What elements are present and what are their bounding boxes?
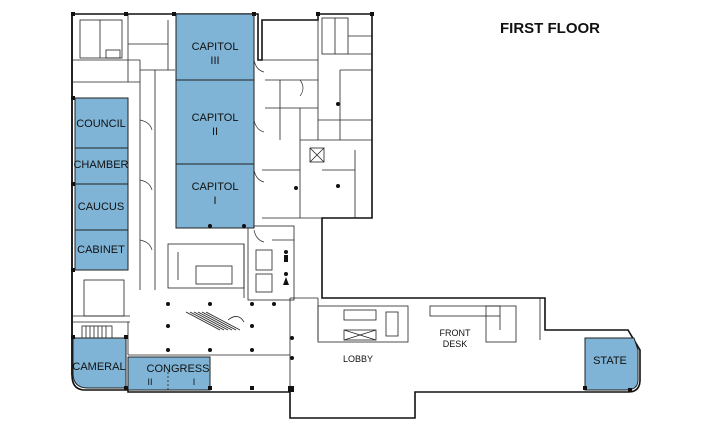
- svg-text:CAPITOL: CAPITOL: [192, 112, 239, 124]
- svg-text:III: III: [210, 55, 219, 67]
- room-congress[interactable]: CONGRESS II I: [127, 356, 211, 391]
- front-desk-label: FRONT: [440, 328, 471, 338]
- svg-text:CAMERAL: CAMERAL: [72, 361, 125, 373]
- room-cabinet[interactable]: CABINET: [74, 229, 129, 271]
- elevator-icon: [309, 147, 325, 163]
- svg-text:CONGRESS: CONGRESS: [147, 363, 210, 375]
- room-council[interactable]: COUNCIL: [74, 97, 129, 149]
- svg-text:CAUCUS: CAUCUS: [78, 201, 124, 213]
- svg-text:CAPITOL: CAPITOL: [192, 41, 239, 53]
- svg-text:I: I: [213, 195, 216, 207]
- room-state[interactable]: STATE: [584, 337, 639, 391]
- front-desk-label-2: DESK: [443, 339, 468, 349]
- room-capitol-2[interactable]: CAPITOL II: [175, 79, 255, 165]
- svg-text:CHAMBER: CHAMBER: [73, 159, 128, 171]
- room-caucus[interactable]: CAUCUS: [74, 183, 129, 231]
- building-outline: [71, 13, 641, 419]
- columns: [71, 12, 632, 392]
- room-chamber[interactable]: CHAMBER: [73, 147, 129, 185]
- svg-text:CABINET: CABINET: [77, 244, 125, 256]
- room-capitol-1[interactable]: CAPITOL I: [175, 163, 255, 229]
- svg-text:II: II: [212, 126, 218, 138]
- room-capitol-3[interactable]: CAPITOL III: [175, 13, 255, 81]
- svg-text:STATE: STATE: [593, 355, 627, 367]
- svg-text:CAPITOL: CAPITOL: [192, 181, 239, 193]
- interior-walls: [72, 14, 541, 392]
- svg-text:I: I: [193, 377, 196, 387]
- svg-text:II: II: [147, 377, 152, 387]
- restroom-icon: [283, 250, 289, 285]
- svg-text:COUNCIL: COUNCIL: [76, 118, 126, 130]
- escalator: [185, 311, 245, 331]
- lobby-label: LOBBY: [343, 354, 373, 364]
- room-cameral[interactable]: CAMERAL: [72, 337, 127, 389]
- floor-title: FIRST FLOOR: [500, 20, 600, 37]
